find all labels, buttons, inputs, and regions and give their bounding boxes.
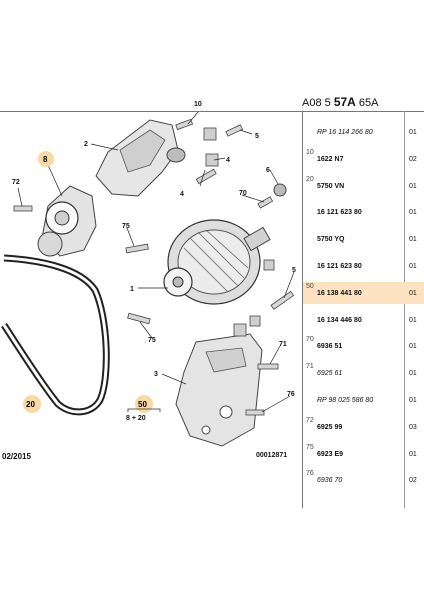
table-row[interactable]: RP 98 025 586 80 01 — [303, 389, 424, 411]
part-quantity: 02 — [409, 477, 417, 485]
callout-10: 10 — [194, 101, 202, 108]
row-number: 75 — [306, 443, 314, 451]
part-reference: 16 138 441 80 — [317, 289, 362, 297]
part-reference: 16 121 623 80 — [317, 209, 362, 217]
row-number: 72 — [306, 416, 314, 424]
row-number: 71 — [306, 363, 314, 371]
exploded-diagram: 10 2 5 4 6 72 70 4 75 1 5 75 3 71 76 8 +… — [1, 101, 296, 447]
part-quantity: 01 — [409, 343, 417, 351]
callout-72: 72 — [12, 179, 20, 186]
callout-5b: 5 — [292, 267, 296, 274]
row-number: 10 — [306, 148, 314, 156]
callout-75b: 75 — [148, 337, 156, 344]
row-number: 20 — [306, 175, 314, 183]
callout-8-badge — [38, 151, 54, 167]
callout-kit-formula: 8 + 20 — [126, 415, 146, 422]
drive-belt — [1, 254, 110, 416]
sheet-code-suffix: 65A — [355, 97, 379, 109]
callout-20: 20 — [26, 400, 35, 409]
callout-71: 71 — [279, 341, 287, 348]
part-reference: 5750 YQ — [317, 236, 345, 244]
footer-reference: 00012871 — [256, 452, 288, 459]
sheet-code-bold: 57A — [333, 95, 356, 109]
part-quantity: 01 — [409, 370, 417, 378]
callout-3: 3 — [154, 371, 158, 378]
part-quantity: 01 — [409, 182, 417, 190]
kit-bracket — [127, 408, 161, 412]
part-reference: 6936 51 — [317, 343, 343, 351]
callout-1: 1 — [130, 286, 134, 293]
part-reference: 6936 70 — [317, 477, 343, 485]
callout-4b: 4 — [180, 191, 184, 198]
part-reference: 16 134 446 80 — [317, 316, 362, 324]
callout-2: 2 — [84, 141, 88, 148]
table-row[interactable]: 5750 YQ 01 — [303, 228, 424, 250]
callout-4: 4 — [226, 157, 230, 164]
row-number: 70 — [306, 336, 314, 344]
part-quantity: 01 — [409, 236, 417, 244]
part-quantity: 01 — [409, 450, 417, 458]
part-quantity: 01 — [409, 263, 417, 270]
callout-50-badge — [135, 395, 153, 413]
callout-5: 5 — [255, 133, 259, 140]
callout-20-badge — [23, 395, 41, 413]
footer-date: 02/2015 — [2, 452, 31, 461]
part-quantity: 01 — [409, 316, 417, 324]
sheet-code-prefix: A08 5 — [302, 97, 334, 109]
table-row[interactable]: 16 121 623 80 01 — [303, 201, 424, 223]
part-quantity: 02 — [409, 155, 417, 163]
qty-column-divider — [404, 111, 405, 508]
part-quantity: 01 — [409, 209, 417, 217]
callout-76: 76 — [287, 391, 295, 398]
callout-6: 6 — [266, 167, 270, 174]
part-reference: 6925 99 — [317, 423, 343, 431]
part-reference: 6925 61 — [317, 370, 343, 378]
callout-70: 70 — [239, 190, 247, 197]
part-reference: RP 16 114 266 80 — [317, 129, 373, 136]
callout-50: 50 — [138, 400, 147, 409]
part-quantity: 01 — [409, 129, 417, 136]
callout-75a: 75 — [122, 223, 130, 230]
table-row[interactable]: RP 16 114 266 80 01 — [303, 121, 424, 143]
sheet-code: A08 5 57A 65A — [302, 94, 424, 112]
part-quantity: 03 — [409, 423, 417, 431]
part-reference: RP 98 025 586 80 — [317, 397, 374, 404]
table-row[interactable]: 16 121 623 80 01 — [303, 255, 424, 277]
part-quantity: 01 — [409, 289, 417, 297]
part-reference: 16 121 623 80 — [317, 263, 362, 270]
callout-8: 8 — [43, 155, 48, 164]
row-number: 76 — [306, 470, 314, 478]
part-reference: 5750 VN — [317, 182, 345, 190]
part-reference: 1622 N7 — [317, 155, 344, 163]
row-number: 50 — [306, 282, 314, 290]
part-reference: 6923 E9 — [317, 450, 344, 458]
table-row[interactable]: 16 134 446 80 01 — [303, 309, 424, 331]
header-rule — [0, 111, 302, 112]
part-quantity: 01 — [409, 397, 417, 404]
